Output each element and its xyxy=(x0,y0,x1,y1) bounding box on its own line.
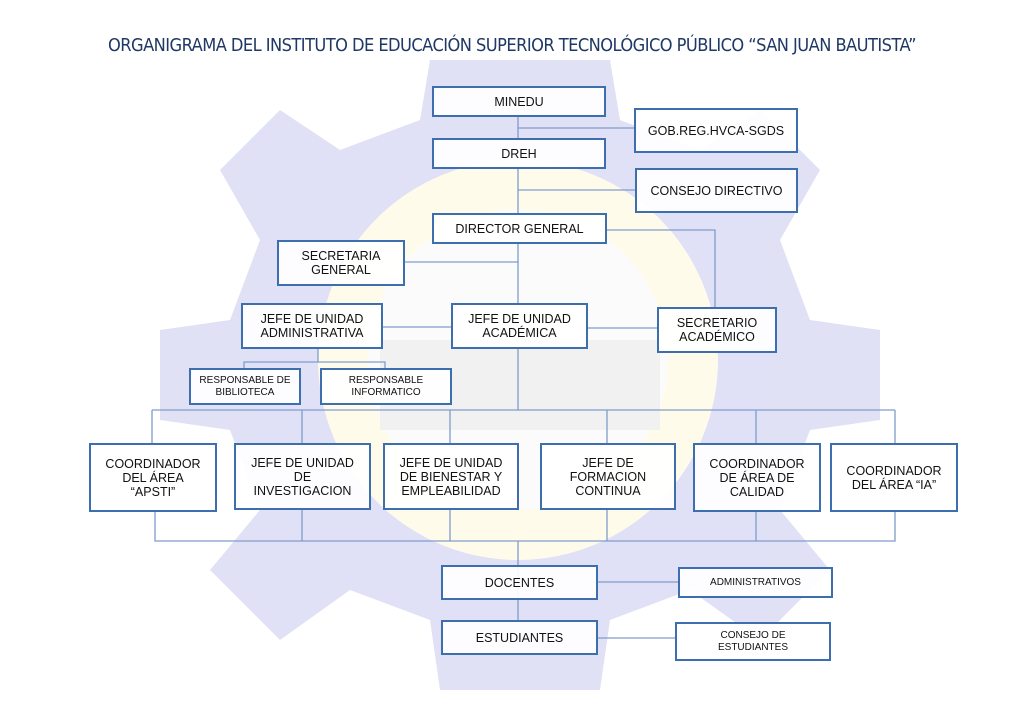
node-administrativos: ADMINISTRATIVOS xyxy=(678,567,833,598)
node-jefe-formacion: JEFE DE FORMACION CONTINUA xyxy=(540,443,676,510)
node-coord-apsti: COORDINADOR DEL ÁREA “APSTI” xyxy=(89,443,217,512)
node-gob-reg: GOB.REG.HVCA-SGDS xyxy=(634,108,798,153)
node-docentes: DOCENTES xyxy=(441,565,598,600)
node-consejo-directivo: CONSEJO DIRECTIVO xyxy=(635,168,798,213)
node-jefe-administrativa: JEFE DE UNIDAD ADMINISTRATIVA xyxy=(241,303,383,349)
node-consejo-estudiantes: CONSEJO DE ESTUDIANTES xyxy=(675,622,831,661)
node-jefe-investigacion: JEFE DE UNIDAD DE INVESTIGACION xyxy=(234,443,371,510)
node-director-general: DIRECTOR GENERAL xyxy=(432,213,607,244)
node-coord-ia: COORDINADOR DEL ÁREA “IA” xyxy=(830,443,958,512)
node-secretaria-general: SECRETARIA GENERAL xyxy=(277,240,405,286)
node-jefe-academica: JEFE DE UNIDAD ACADÉMICA xyxy=(451,303,588,349)
node-estudiantes: ESTUDIANTES xyxy=(441,620,598,655)
node-dreh: DREH xyxy=(432,138,606,169)
page-title: ORGANIGRAMA DEL INSTITUTO DE EDUCACIÓN S… xyxy=(108,36,916,56)
node-secretario-academico: SECRETARIO ACADÉMICO xyxy=(657,307,777,353)
node-minedu: MINEDU xyxy=(432,86,606,117)
node-resp-biblioteca: RESPONSABLE DE BIBLIOTECA xyxy=(189,368,301,405)
node-resp-informatico: RESPONSABLE INFORMATICO xyxy=(320,368,452,405)
node-coord-calidad: COORDINADOR DE ÁREA DE CALIDAD xyxy=(693,443,821,512)
node-jefe-bienestar: JEFE DE UNIDAD DE BIENESTAR Y EMPLEABILI… xyxy=(383,443,519,510)
